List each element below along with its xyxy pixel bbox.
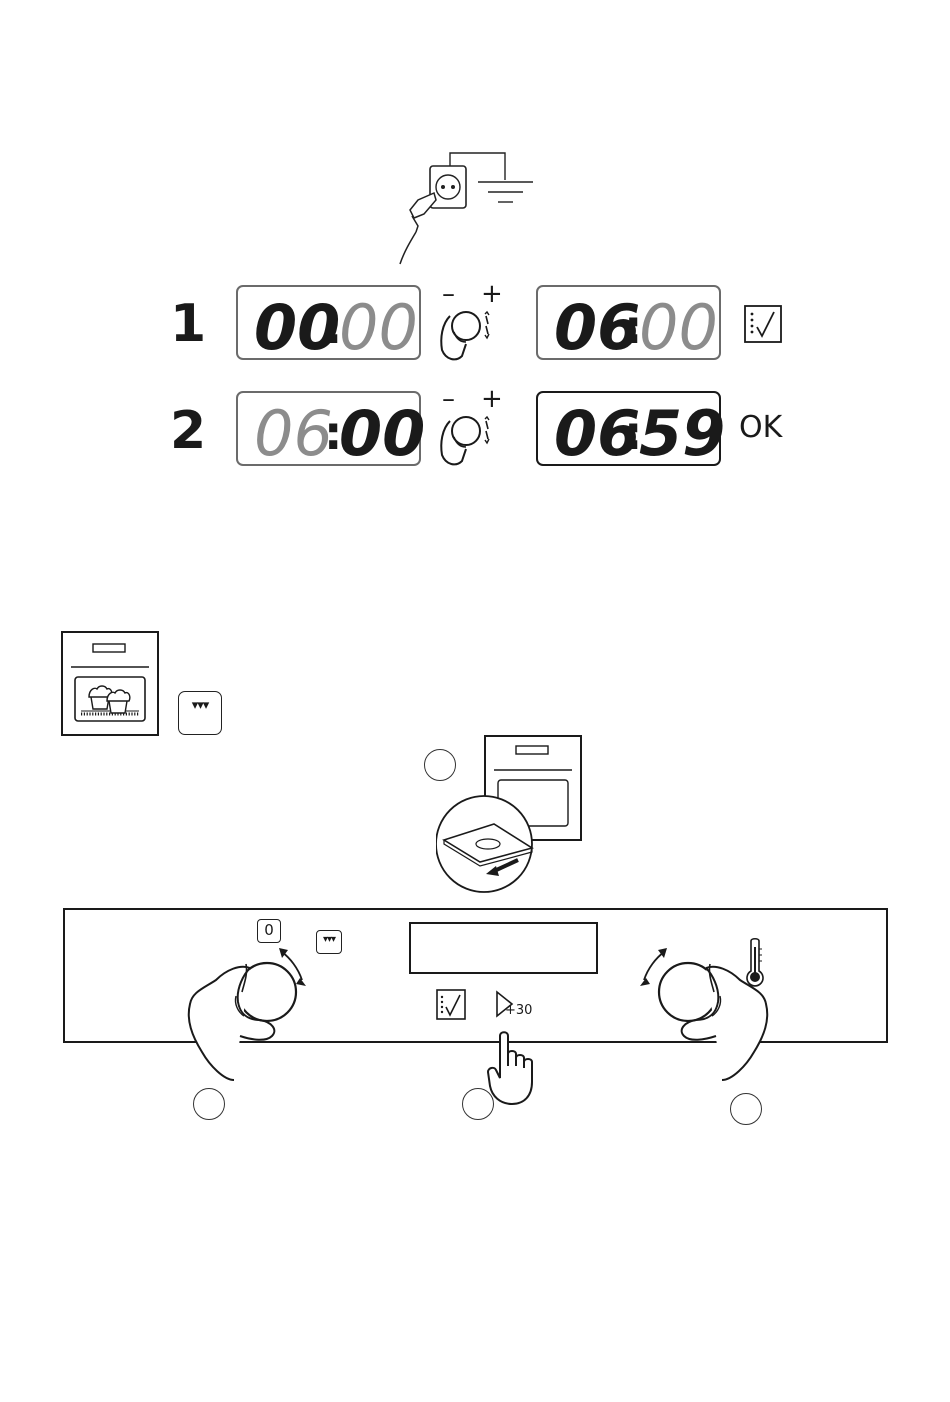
- callout-circle-2: [193, 1088, 225, 1120]
- clock-display-step2-after: 06 : 59: [536, 391, 721, 466]
- panel-confirm-button-icon[interactable]: [436, 989, 466, 1020]
- display-minutes: 00: [339, 291, 418, 362]
- callout-circle-3: [462, 1088, 494, 1120]
- confirm-check-icon[interactable]: [744, 305, 782, 343]
- clock-display-step1-before: 00 : 00: [236, 285, 421, 360]
- display-minutes: 00: [639, 291, 718, 362]
- left-knob-hand-icon[interactable]: [186, 944, 334, 1084]
- clock-display-step1-after: 06 : 00: [536, 285, 721, 360]
- step-number-2: 2: [170, 405, 206, 457]
- display-hours: 06: [254, 397, 333, 468]
- oven-muffins-illustration: [61, 631, 159, 737]
- pointing-hand-icon: [486, 1030, 544, 1106]
- power-socket-illustration: [388, 148, 538, 268]
- hand-knob-icon[interactable]: [432, 302, 500, 364]
- oven-turntable-illustration: [436, 734, 586, 894]
- function-key-glyph: ▾▾▾: [192, 698, 209, 713]
- display-minutes: 00: [339, 397, 423, 468]
- clock-display-step2-before: 06 : 00: [236, 391, 421, 466]
- hand-knob-icon[interactable]: [432, 407, 500, 469]
- callout-circle-4: [730, 1093, 762, 1125]
- oven-function-key: ▾▾▾: [178, 691, 222, 735]
- plus30-label: +30: [505, 1003, 532, 1018]
- display-minutes: 59: [639, 397, 723, 468]
- zero-key-label: 0: [264, 921, 274, 939]
- thermometer-icon: [744, 937, 766, 987]
- zero-key[interactable]: 0: [257, 919, 281, 943]
- step-number-1: 1: [170, 298, 206, 350]
- ok-label[interactable]: OK: [739, 410, 782, 445]
- panel-display: [409, 922, 598, 974]
